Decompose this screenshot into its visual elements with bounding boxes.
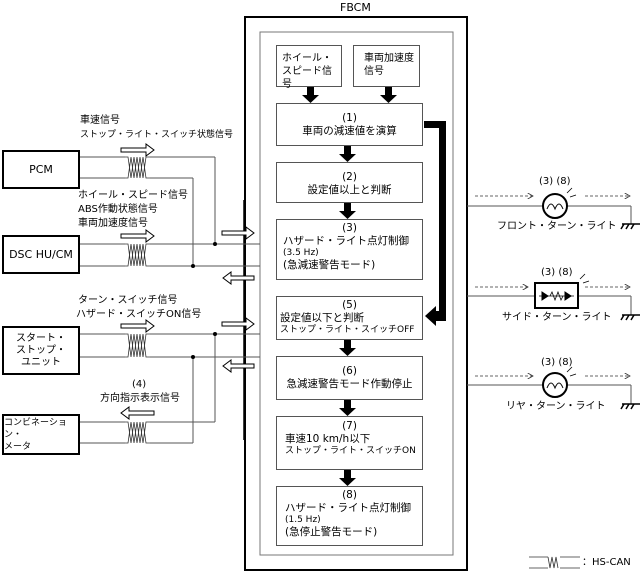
- ssu-line-3: ユニット: [21, 356, 61, 368]
- wheel-speed-line-1: ホイール・: [282, 53, 332, 64]
- vehicle-accel-line-2: 信号: [364, 66, 384, 77]
- combination-meter-module: コンビネーション・メータ: [2, 414, 80, 455]
- rear-turn-light-label: リヤ・ターン・ライト: [506, 401, 606, 412]
- step-6-text: 急減速警告モード作動停止: [286, 378, 413, 390]
- side-light-tag: (3) (8): [541, 267, 573, 278]
- step-6-number: (6): [342, 365, 357, 377]
- vehicle-accel-input-box: 車両加速度信号: [353, 45, 420, 87]
- arrow-in-fbcm-1: [221, 226, 255, 240]
- arrow-left-meter: [120, 406, 155, 420]
- front-turn-light-label: フロント・ターン・ライト: [497, 221, 617, 232]
- ssu-signal-2: ハザード・スイッチON信号: [76, 309, 202, 320]
- arrow-right-ssu: [120, 319, 155, 333]
- pcm-label: PCM: [29, 162, 53, 176]
- hs-can-legend-label: ：HS-CAN: [582, 557, 631, 568]
- side-turn-light-label: サイド・ターン・ライト: [502, 312, 612, 323]
- step-7-number: (7): [342, 420, 357, 432]
- twisted-pair-pcm: [125, 156, 150, 179]
- bulb-icon: [542, 187, 577, 219]
- ground-icon: [620, 314, 640, 321]
- arrow-out-fbcm-2: [222, 359, 255, 373]
- meter-line-1: コンビネーション・: [4, 417, 67, 440]
- step-7-subtext: ストップ・ライト・スイッチON: [285, 446, 416, 456]
- step-3-mode: (急減速警告モード): [283, 259, 376, 271]
- flow-arrow-2-to-3: [339, 203, 356, 219]
- step-7-box: (7) 車速10 km/h以下 ストップ・ライト・スイッチON: [276, 416, 423, 470]
- flow-arrow-7-to-8: [339, 470, 356, 486]
- wheel-speed-line-2: スピード信号: [282, 66, 332, 90]
- vehicle-accel-line-1: 車両加速度: [364, 53, 414, 64]
- step-3-frequency: (3.5 Hz): [283, 248, 319, 258]
- step-8-box: (8) ハザード・ライト点灯制御 (1.5 Hz) (急停止警告モード): [276, 486, 423, 546]
- step-3-number: (3): [342, 222, 357, 234]
- meter-wires: [80, 421, 215, 444]
- step-5-subtext: ストップ・ライト・スイッチOFF: [280, 325, 415, 335]
- meter-signal-num: (4): [132, 379, 147, 390]
- hs-can-legend-icon: [529, 556, 580, 569]
- dsc-signal-3: 車両加速度信号: [78, 218, 148, 229]
- rear-light-tag: (3) (8): [541, 357, 573, 368]
- step-3-box: (3) ハザード・ライト点灯制御 (3.5 Hz) (急減速警告モード): [276, 219, 423, 280]
- step-7-text: 車速10 km/h以下: [285, 433, 371, 445]
- dsc-wires: [80, 243, 260, 267]
- meter-signal-1: 方向指示表示信号: [100, 393, 180, 404]
- step-5-box: (5) 設定値以下と判断 ストップ・ライト・スイッチOFF: [276, 296, 423, 340]
- flow-arrow-1-to-2: [339, 146, 356, 162]
- step-8-mode: (急停止警告モード): [285, 526, 378, 538]
- step-2-number: (2): [342, 171, 357, 183]
- ssu-line-1: スタート・: [16, 332, 66, 344]
- front-light-tag: (3) (8): [539, 176, 571, 187]
- flow-arrow-5-to-6: [339, 340, 356, 356]
- arrow-right-dsc: [120, 229, 155, 243]
- dsc-signal-1: ホイール・スピード信号: [78, 190, 188, 201]
- arrow-right-pcm: [120, 143, 155, 157]
- meter-line-2: メータ: [4, 441, 32, 452]
- dsc-module: DSC HU/CM: [2, 235, 80, 274]
- step-5-number: (5): [342, 299, 357, 311]
- step-1-number: (1): [342, 112, 357, 124]
- pcm-signal-1: 車速信号: [80, 115, 120, 126]
- ssu-wires: [80, 333, 260, 443]
- ssu-line-2: ストップ・: [16, 344, 66, 356]
- step-5-text: 設定値以下と判断: [280, 312, 364, 324]
- bulb-icon: [542, 366, 577, 398]
- step-8-text: ハザード・ライト点灯制御: [285, 502, 411, 514]
- led-icon: [534, 273, 590, 309]
- junction-dots: [191, 242, 217, 359]
- fbcm-title: FBCM: [340, 1, 371, 14]
- flow-arrow-1-to-5: [424, 121, 446, 326]
- step-6-box: (6) 急減速警告モード作動停止: [276, 356, 423, 400]
- ground-icon: [620, 403, 640, 410]
- twisted-pair-ssu: [125, 333, 150, 358]
- step-1-text: 車両の減速値を演算: [302, 125, 397, 137]
- dsc-signal-2: ABS作動状態信号: [78, 204, 158, 215]
- wheel-speed-input-box: ホイール・スピード信号: [276, 45, 342, 90]
- arrow-in-fbcm-2: [221, 317, 255, 331]
- fbcm-inner-box: [259, 31, 454, 556]
- pcm-signal-2: ストップ・ライト・スイッチ状態信号: [80, 130, 234, 140]
- step-2-box: (2) 設定値以上と判断: [276, 162, 423, 203]
- step-3-text: ハザード・ライト点灯制御: [283, 235, 409, 247]
- flow-arrow-wheel-to-1: [302, 87, 319, 103]
- step-1-box: (1) 車両の減速値を演算: [276, 103, 423, 146]
- flow-arrow-6-to-7: [339, 400, 356, 416]
- twisted-pair-meter: [125, 421, 150, 444]
- start-stop-unit-module: スタート・ストップ・ユニット: [2, 326, 80, 375]
- ssu-signal-1: ターン・スイッチ信号: [78, 295, 178, 306]
- pcm-wires: [80, 156, 216, 266]
- arrow-out-fbcm-1: [222, 271, 255, 285]
- ground-icon: [620, 223, 640, 230]
- step-8-number: (8): [342, 489, 357, 501]
- output-wires: [467, 205, 632, 404]
- pcm-module: PCM: [2, 150, 80, 189]
- step-2-text: 設定値以上と判断: [307, 184, 392, 196]
- step-8-frequency: (1.5 Hz): [285, 515, 321, 525]
- flow-arrow-accel-to-1: [380, 87, 397, 103]
- dsc-label: DSC HU/CM: [9, 247, 73, 261]
- twisted-pair-dsc: [125, 243, 150, 267]
